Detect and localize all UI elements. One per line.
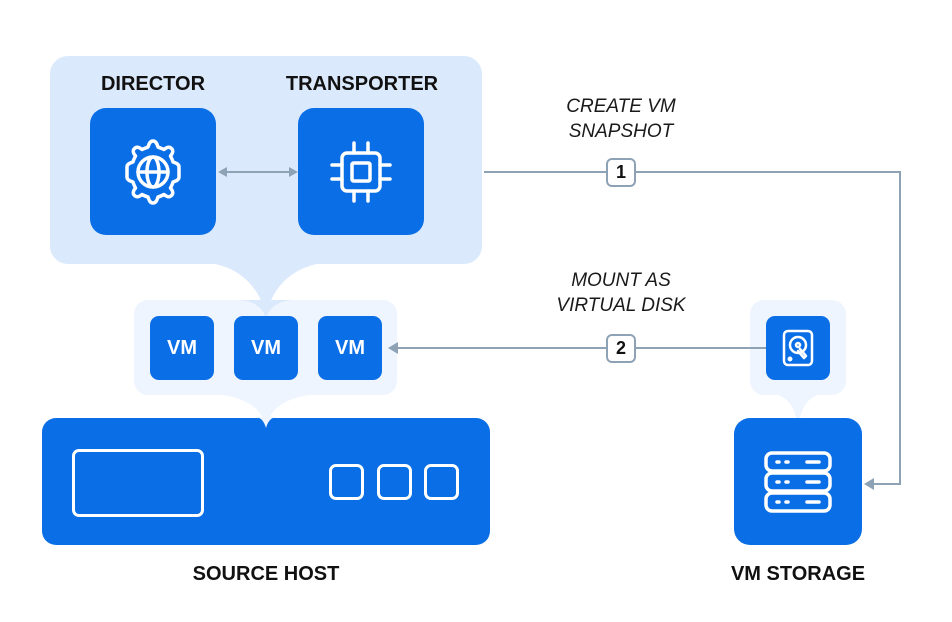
host-screen-icon bbox=[72, 449, 204, 517]
director-tile[interactable] bbox=[90, 108, 216, 235]
vm-label: VM bbox=[167, 336, 197, 359]
host-port-icon bbox=[424, 464, 459, 500]
gear-globe-icon bbox=[125, 138, 181, 205]
transporter-label: TRANSPORTER bbox=[285, 73, 439, 95]
vm-storage-tile[interactable] bbox=[734, 418, 862, 545]
director-label: DIRECTOR bbox=[100, 73, 206, 95]
host-port-icon bbox=[329, 464, 364, 500]
funnel-vms-to-host bbox=[196, 393, 336, 428]
step-2-badge: 2 bbox=[606, 334, 636, 363]
host-port-icon bbox=[377, 464, 412, 500]
vm-tile[interactable]: VM bbox=[234, 316, 298, 380]
vm-tile[interactable]: VM bbox=[150, 316, 214, 380]
step-1-badge: 1 bbox=[606, 158, 636, 187]
step-2-line-2: VIRTUAL DISK bbox=[556, 295, 686, 316]
step-2-description: MOUNT AS VIRTUAL DISK bbox=[521, 268, 721, 318]
funnel-top-to-vms bbox=[196, 262, 336, 318]
hard-disk-icon bbox=[782, 329, 814, 367]
vm-label: VM bbox=[335, 336, 365, 359]
step-2-line-1: MOUNT AS bbox=[571, 270, 671, 291]
transporter-tile[interactable] bbox=[298, 108, 424, 235]
step-1-line-1: CREATE VM bbox=[566, 96, 676, 117]
host-notch bbox=[254, 417, 278, 428]
cpu-chip-icon bbox=[330, 140, 392, 203]
server-stack-icon bbox=[764, 450, 832, 513]
step-1-description: CREATE VM SNAPSHOT bbox=[521, 94, 721, 144]
funnel-tip-top bbox=[236, 300, 296, 318]
step-1-line-2: SNAPSHOT bbox=[568, 121, 674, 142]
disk-tile[interactable] bbox=[766, 316, 830, 380]
source-host-box[interactable] bbox=[42, 418, 490, 545]
vm-tile[interactable]: VM bbox=[318, 316, 382, 380]
vm-label: VM bbox=[251, 336, 281, 359]
director-transporter-link bbox=[218, 167, 298, 177]
vm-storage-label: VM STORAGE bbox=[730, 563, 866, 585]
source-host-label: SOURCE HOST bbox=[192, 563, 340, 585]
